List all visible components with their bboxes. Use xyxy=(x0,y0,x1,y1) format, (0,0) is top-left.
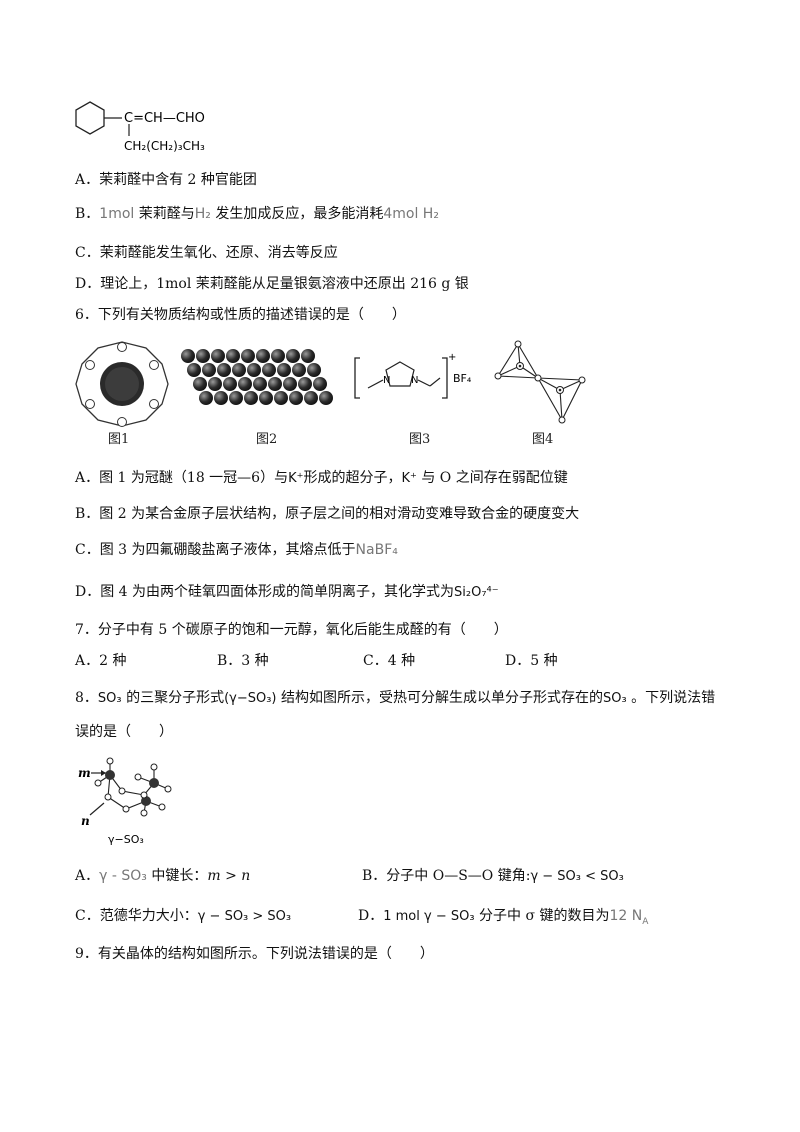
svg-text:N: N xyxy=(411,375,418,386)
q8-stem-line2: 误的是（ ） xyxy=(75,724,173,740)
fig2-caption: 图2 xyxy=(256,432,278,447)
fig1-caption: 图1 xyxy=(108,432,130,447)
q7-option-c: C．4 种 xyxy=(363,653,416,669)
fig3-caption: 图3 xyxy=(409,432,431,447)
q5-option-a: A．茉莉醛中含有 2 种官能团 xyxy=(75,172,257,188)
q6-option-c: C．图 3 为四氟硼酸盐离子液体，其熔点低于NaBF₄ xyxy=(75,542,398,558)
gamma-so3-figure: m n γ−SO₃ xyxy=(78,757,172,846)
label-m: m xyxy=(78,766,91,780)
q6-option-d: D．图 4 为由两个硅氧四面体形成的简单阴离子，其化学式为Si₂O₇⁴⁻ xyxy=(75,584,499,600)
bf4-label: BF₄ xyxy=(453,372,472,385)
q9-stem: 9．有关晶体的结构如图所示。下列说法错误的是（ ） xyxy=(75,946,434,962)
q7-option-b: B．3 种 xyxy=(217,653,269,669)
q6-option-b: B．图 2 为某合金原子层状结构，原子层之间的相对滑动变难导致合金的硬度变大 xyxy=(75,506,580,522)
svg-text:N: N xyxy=(383,375,390,386)
svg-text:+: + xyxy=(448,352,456,363)
q7-option-d: D．5 种 xyxy=(505,653,558,669)
structure-main-text: C=CH—CHO xyxy=(124,111,205,126)
alloy-layer-figure xyxy=(181,349,333,405)
q6-option-a: A．图 1 为冠醚（18 一冠—6）与K⁺形成的超分子，K⁺ 与 O 之间存在弱… xyxy=(75,470,568,486)
structure-sub-text: CH₂(CH₂)₃CH₃ xyxy=(124,139,205,153)
crown-ether-figure xyxy=(75,341,169,427)
q6-stem: 6．下列有关物质结构或性质的描述错误的是（ ） xyxy=(75,307,406,323)
q8-stem: 8．SO₃ 的三聚分子形式(γ−SO₃) 结构如图所示，受热可分解生成以单分子形… xyxy=(75,690,716,706)
q5-option-d: D．理论上，1mol 茉莉醛能从足量银氨溶液中还原出 216 g 银 xyxy=(75,276,469,292)
fig4-caption: 图4 xyxy=(532,432,554,447)
jasmine-aldehyde-structure: C=CH—CHO CH₂(CH₂)₃CH₃ xyxy=(75,101,205,153)
q5-option-b: B．1mol 茉莉醛与H₂ 发生加成反应，最多能消耗4mol H₂ xyxy=(75,206,439,222)
label-n: n xyxy=(81,814,90,828)
q7-stem: 7．分子中有 5 个碳原子的饱和一元醇，氧化后能生成醛的有（ ） xyxy=(75,622,508,638)
q7-options: A．2 种 B．3 种 C．4 种 D．5 种 xyxy=(75,651,675,671)
q8-option-a: A．γ - SO₃ 中键长：m > n xyxy=(75,868,251,884)
gamma-so3-caption: γ−SO₃ xyxy=(108,833,144,846)
q8-option-c: C．范德华力大小：γ − SO₃ > SO₃ xyxy=(75,908,292,924)
q8-option-b: B．分子中 O—S—O 键角:γ − SO₃ < SO₃ xyxy=(362,868,624,884)
silicate-figure xyxy=(494,340,586,424)
q8-option-d: D．1 mol γ − SO₃ 分子中 σ 键的数目为12 NA xyxy=(358,908,649,927)
q7-option-a: A．2 种 xyxy=(75,653,127,669)
q5-option-c: C．茉莉醛能发生氧化、还原、消去等反应 xyxy=(75,245,338,261)
ionic-liquid-figure: N N + BF₄ xyxy=(354,352,472,399)
